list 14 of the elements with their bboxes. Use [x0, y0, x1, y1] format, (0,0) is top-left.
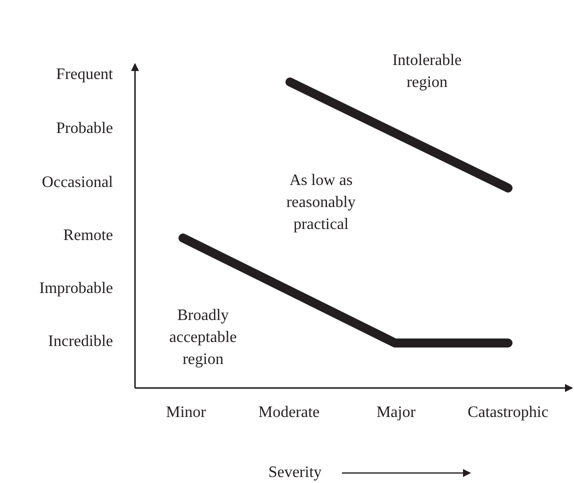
axis-title: Severity — [268, 463, 322, 483]
region-label: As low as reasonably practical — [285, 171, 357, 235]
axis-tick-label: Major — [376, 403, 416, 423]
axis-tick-label: Moderate — [258, 403, 320, 423]
axis-tick-label: Remote — [63, 226, 113, 246]
axis-tick-label: Catastrophic — [468, 403, 548, 423]
region-label: Broadly acceptable region — [168, 306, 238, 370]
axis-tick-label: Occasional — [42, 173, 113, 193]
axis-tick-label: Improbable — [39, 279, 113, 299]
axis-tick-label: Minor — [166, 403, 206, 423]
axis-tick-label: Incredible — [48, 332, 113, 352]
axis-tick-label: Frequent — [56, 65, 113, 85]
region-label: Intolerable region — [391, 51, 463, 93]
axis-tick-label: Probable — [56, 119, 113, 139]
